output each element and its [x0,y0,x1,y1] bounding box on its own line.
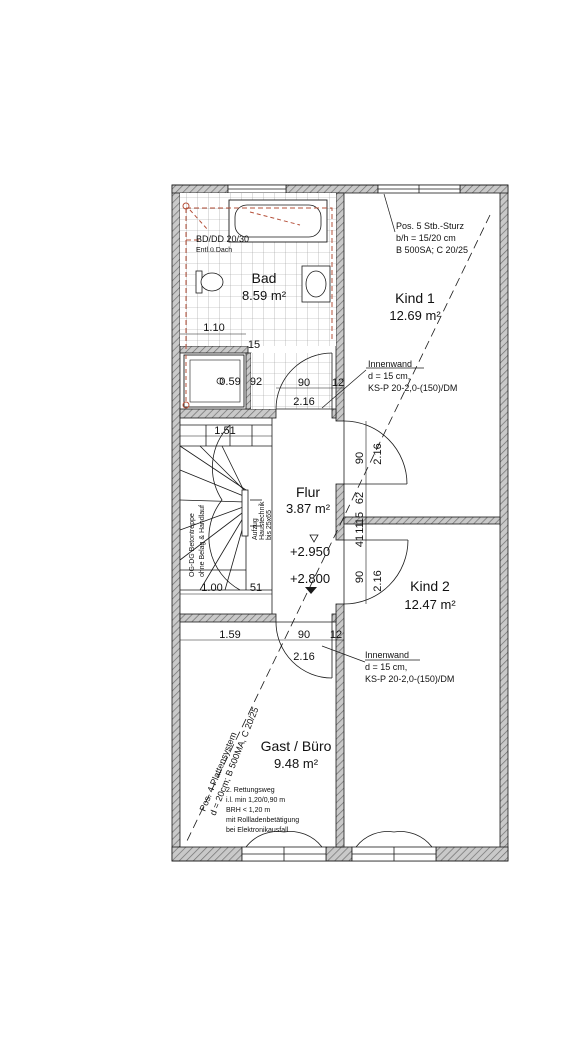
room-area-flur: 3.87 m² [286,501,331,516]
staircase [179,418,273,614]
note-sturz-3: B 500SA; C 20/25 [396,245,468,255]
notes: Pos. 5 Stb.-Sturz b/h = 15/20 cm B 500SA… [189,221,468,834]
dim-216-top: 2.16 [293,396,314,408]
level-lower: +2.800 [290,571,330,586]
note-innenwand1-2: d = 15 cm, [368,371,410,381]
room-area-kind1: 12.69 m² [389,308,441,323]
dim-flur-216a: 2.16 [372,443,384,464]
dim-flur-62: 62 [354,492,366,504]
dim-flur-11: 11 [354,522,366,533]
room-name-flur: Flur [296,484,320,500]
level-arrow [305,534,319,594]
room-area-gast: 9.48 m² [274,756,319,771]
note-bddd-1: BD/DD 20/30 [196,234,249,244]
leader-lines [321,193,424,663]
note-treppe-1: OG-DG Betontreppe [189,513,196,577]
note-innenwand2-3: KS-P 20-2,0-(150)/DM [365,674,454,684]
note-schacht-3: bis 25x65 [266,510,273,540]
dim-90-top: 90 [298,377,310,389]
room-area-kind2: 12.47 m² [404,597,456,612]
interior-walls [179,192,501,848]
note-rettung-1: 2. Rettungsweg [226,787,275,794]
room-name-kind1: Kind 1 [395,290,435,306]
level-labels: +2.950 +2.800 [290,544,330,586]
note-schacht-1: Aufzug [252,518,259,540]
bathroom [180,193,336,409]
dim-92: 92 [250,376,262,388]
dim-stair-100: 1.00 [201,582,222,594]
dim-flur-15: 15 [354,512,366,524]
note-sturz-1: Pos. 5 Stb.-Sturz [396,221,465,231]
note-bddd-2: Entl.ü.Dach [196,247,232,254]
room-name-gast: Gast / Büro [261,738,332,754]
outer-walls [171,184,509,862]
slab-line [184,214,491,846]
room-labels: Bad 8.59 m² Kind 1 12.69 m² Flur 3.87 m²… [242,270,456,771]
note-innenwand1-1: Innenwand [368,359,412,369]
dim-gast-216: 2.16 [293,651,314,663]
dim-stair-51: 51 [250,582,262,594]
room-name-kind2: Kind 2 [410,578,450,594]
dim-gast-159: 1.59 [219,629,240,641]
note-sturz-2: b/h = 15/20 cm [396,233,456,243]
dim-gast-12: 12 [330,629,342,641]
dim-gast-90: 90 [298,629,310,641]
dim-flur-90a: 90 [354,452,366,464]
room-area-bad: 8.59 m² [242,288,287,303]
dimension-labels: 1.10 0.59 92 15 90 12 2.16 1.51 90 2.16 … [180,322,384,663]
shower [183,354,245,408]
dim-bad-width: 1.10 [203,322,224,334]
note-rettung-3: BRH < 1,20 m [226,807,270,814]
dim-flur-41: 41 [354,535,366,547]
room-name-bad: Bad [252,270,277,286]
dim-flur-216b: 2.16 [372,570,384,591]
note-treppe-2: ohne Belag & Handlauf [199,505,206,577]
note-innenwand2-1: Innenwand [365,650,409,660]
level-upper: +2.950 [290,544,330,559]
dim-shower: 0.59 [219,376,240,388]
dim-flur-90b: 90 [354,571,366,583]
dim-12-top: 12 [332,377,344,389]
note-innenwand1-3: KS-P 20-2,0-(150)/DM [368,383,457,393]
note-schacht-2: Haustechnik [259,501,266,540]
washbasin [301,265,331,303]
windows [227,184,461,862]
dim-15: 15 [248,339,260,351]
toilet [195,270,224,294]
note-rettung-4: mit Rollladenbetätigung [226,817,299,824]
dim-stair-151: 1.51 [214,425,235,437]
note-rettung-2: i.l. min 1,20/0,90 m [226,797,285,804]
installation-line [185,207,333,350]
note-innenwand2-2: d = 15 cm, [365,662,407,672]
note-rettung-5: bei Elektronikausfall [226,827,289,834]
